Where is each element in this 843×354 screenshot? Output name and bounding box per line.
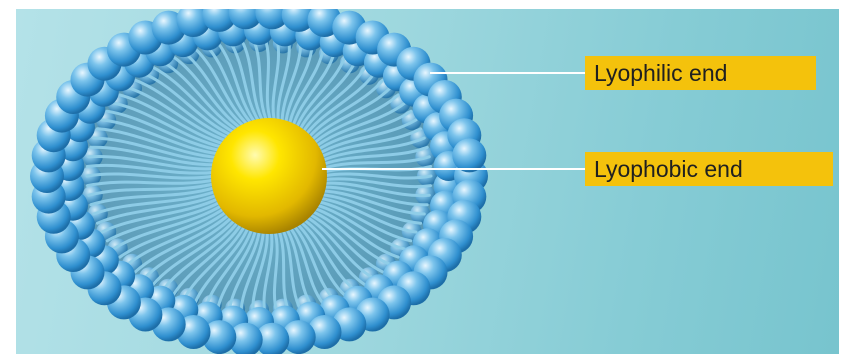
top-border — [16, 0, 843, 9]
lyophobic-end-label: Lyophobic end — [585, 152, 833, 186]
lyophobic-core-sphere — [211, 118, 327, 234]
lyophilic-leader-line — [430, 72, 586, 74]
lyophilic-end-label: Lyophilic end — [585, 56, 816, 90]
right-border — [839, 0, 843, 354]
lyophobic-leader-line — [322, 168, 586, 170]
